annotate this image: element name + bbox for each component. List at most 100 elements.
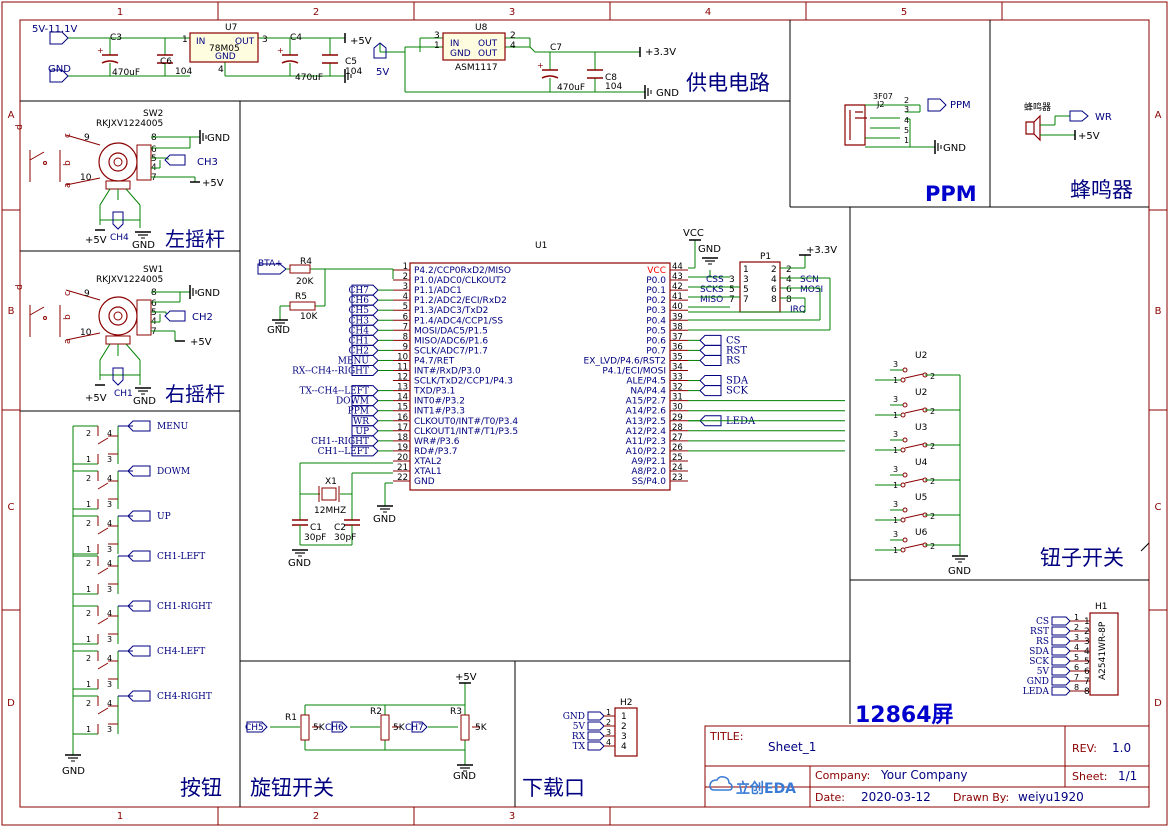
mcu-pin-name: GND [414,477,435,487]
section-title-lcd: 12864屏 [855,703,954,728]
x1-ref: X1 [325,477,337,487]
mcu-pin-name: A9/P2.1 [631,457,666,467]
button-pin: 2 [86,474,91,483]
sw2-bottom-net: CH4 [110,233,129,243]
r4-ref: R4 [300,257,312,267]
toggle-ref: U2 [915,388,927,398]
toggle-pin: 2 [930,477,935,486]
mcu-body [409,262,671,491]
mcu-pin-name: MISO/ADC6/P1.6 [414,336,488,346]
u7-pin4: 4 [218,65,224,75]
mcu-net-label: MENU [338,356,370,366]
mcu-pin-name: INT#/RxD/P3.0 [414,367,481,377]
u8-pin-out2: OUT [478,49,498,59]
lcd-pin: 1 [1074,613,1079,622]
h2-pin: 1 [621,712,627,722]
mcu-pin-num: 41 [672,292,683,302]
ppm-pin: 2 [904,96,909,105]
knob-r3-val: 5K [475,723,488,733]
button-pin: 3 [107,725,112,734]
toggle-pin: 2 [930,407,935,416]
u7-ref: U7 [225,23,237,33]
section-dividers [20,20,1150,807]
section-title-download: 下载口 [522,776,585,800]
rev-label: REV: [1072,742,1097,755]
power-gnd-label: GND [48,64,71,75]
mcu-net-label: DOWM [336,397,369,407]
sw2-pin: 7 [151,173,157,183]
p1-pin-8: 8 [786,295,792,305]
h2-net: GND [563,712,585,722]
button-pin: 1 [86,680,91,689]
sheet-value: 1/1 [1118,769,1137,783]
mcu-pin-num: 2 [403,272,408,282]
sw1-pin: 5 [151,308,157,318]
mcu-pin-num: 6 [403,312,408,322]
mcu-pin-name: VCC [647,266,666,276]
mcu-pin-name: P0.7 [646,346,666,356]
row-label: C [8,502,15,513]
buzzer-5v: +5V [1078,131,1100,142]
mcu-pin-num: 22 [397,473,408,483]
c7-val: 470uF [557,83,585,93]
p1-plus33: +3.3V [806,245,837,256]
h2-pin: 3 [621,732,627,742]
lcd-pin: 6 [1084,667,1090,677]
ppm-connector: 3F07 J2 2 3 4 5 1 PPM GND [844,92,971,155]
c7-ref: C7 [550,43,562,53]
h2-net: RX [572,732,586,742]
mcu-pin-num: 17 [397,423,408,433]
frame-labels: 1 2 3 4 5 1 2 3 A B C D A B C D [7,7,1162,822]
mcu-pin-num: 25 [672,453,683,463]
u7-pin1: 1 [182,35,188,45]
ppm-pin: 5 [904,126,909,135]
c4-ref: C4 [290,33,302,43]
lcd-net: RST [1030,627,1049,637]
sw2-bottom-gnd: GND [132,240,155,251]
mcu-pin-num: 3 [403,282,408,292]
mcu-pin-num: 30 [672,403,683,413]
mcu-pin-name: TXD/P3.1 [413,387,455,397]
p1-net-mosi: MOSI [800,285,823,295]
knob-r1-net: CH5 [245,723,264,733]
u7-part: 78M05 [209,44,240,54]
mcu-pin-name: CLKOUT1/INT#/T1/P3.5 [414,427,518,437]
button-pin: 1 [86,585,91,594]
mcu-pin-name: P1.3/ADC3/TxD2 [414,306,488,316]
mcu-net-label: PPM [348,407,369,417]
row-label: B [8,306,15,317]
lcd-net: GND [1027,677,1049,687]
lcd-net: LEDA [1023,687,1050,697]
p1-net-scn: SCN [800,275,819,285]
mcu-pin-num: 44 [672,262,683,272]
mcu-pin-num: 11 [397,363,408,373]
knob-r1-ref: R1 [285,713,297,723]
p1-net-miso: MISO [700,295,723,305]
r5-gnd: GND [267,325,290,336]
mcu-pin-name: SS/P4.0 [632,477,666,487]
mcu-net-label: CS [726,335,741,346]
toggle-pin: 1 [893,376,898,385]
section-title-ppm: PPM [925,182,977,206]
sw1-part: RKJXV1224005 [96,275,163,285]
sw2-pin: 10 [80,173,92,183]
mcu-pin-num: 40 [672,302,683,312]
mcu-net-label: CH1 [349,336,369,346]
lceda-logo-icon [709,776,733,791]
h2-pin: 4 [606,738,611,747]
button-pin: 1 [86,635,91,644]
sw1-a: a [63,338,73,344]
c6-ref: C6 [160,57,172,67]
knob-r2-ref: R2 [370,707,382,717]
mcu-net-label: CH4 [349,326,370,336]
p1-net-pin: 3 [729,275,735,285]
sw1-gnd: GND [197,288,220,299]
p1-ref: P1 [760,252,771,262]
sw1-bottom-gnd: GND [133,396,156,407]
button-pin: 3 [107,545,112,554]
c2-ref: C2 [334,523,346,533]
button-label: CH1-LEFT [157,552,205,562]
mcu-net-label: UP [355,427,369,437]
h2-net: 5V [573,722,586,732]
